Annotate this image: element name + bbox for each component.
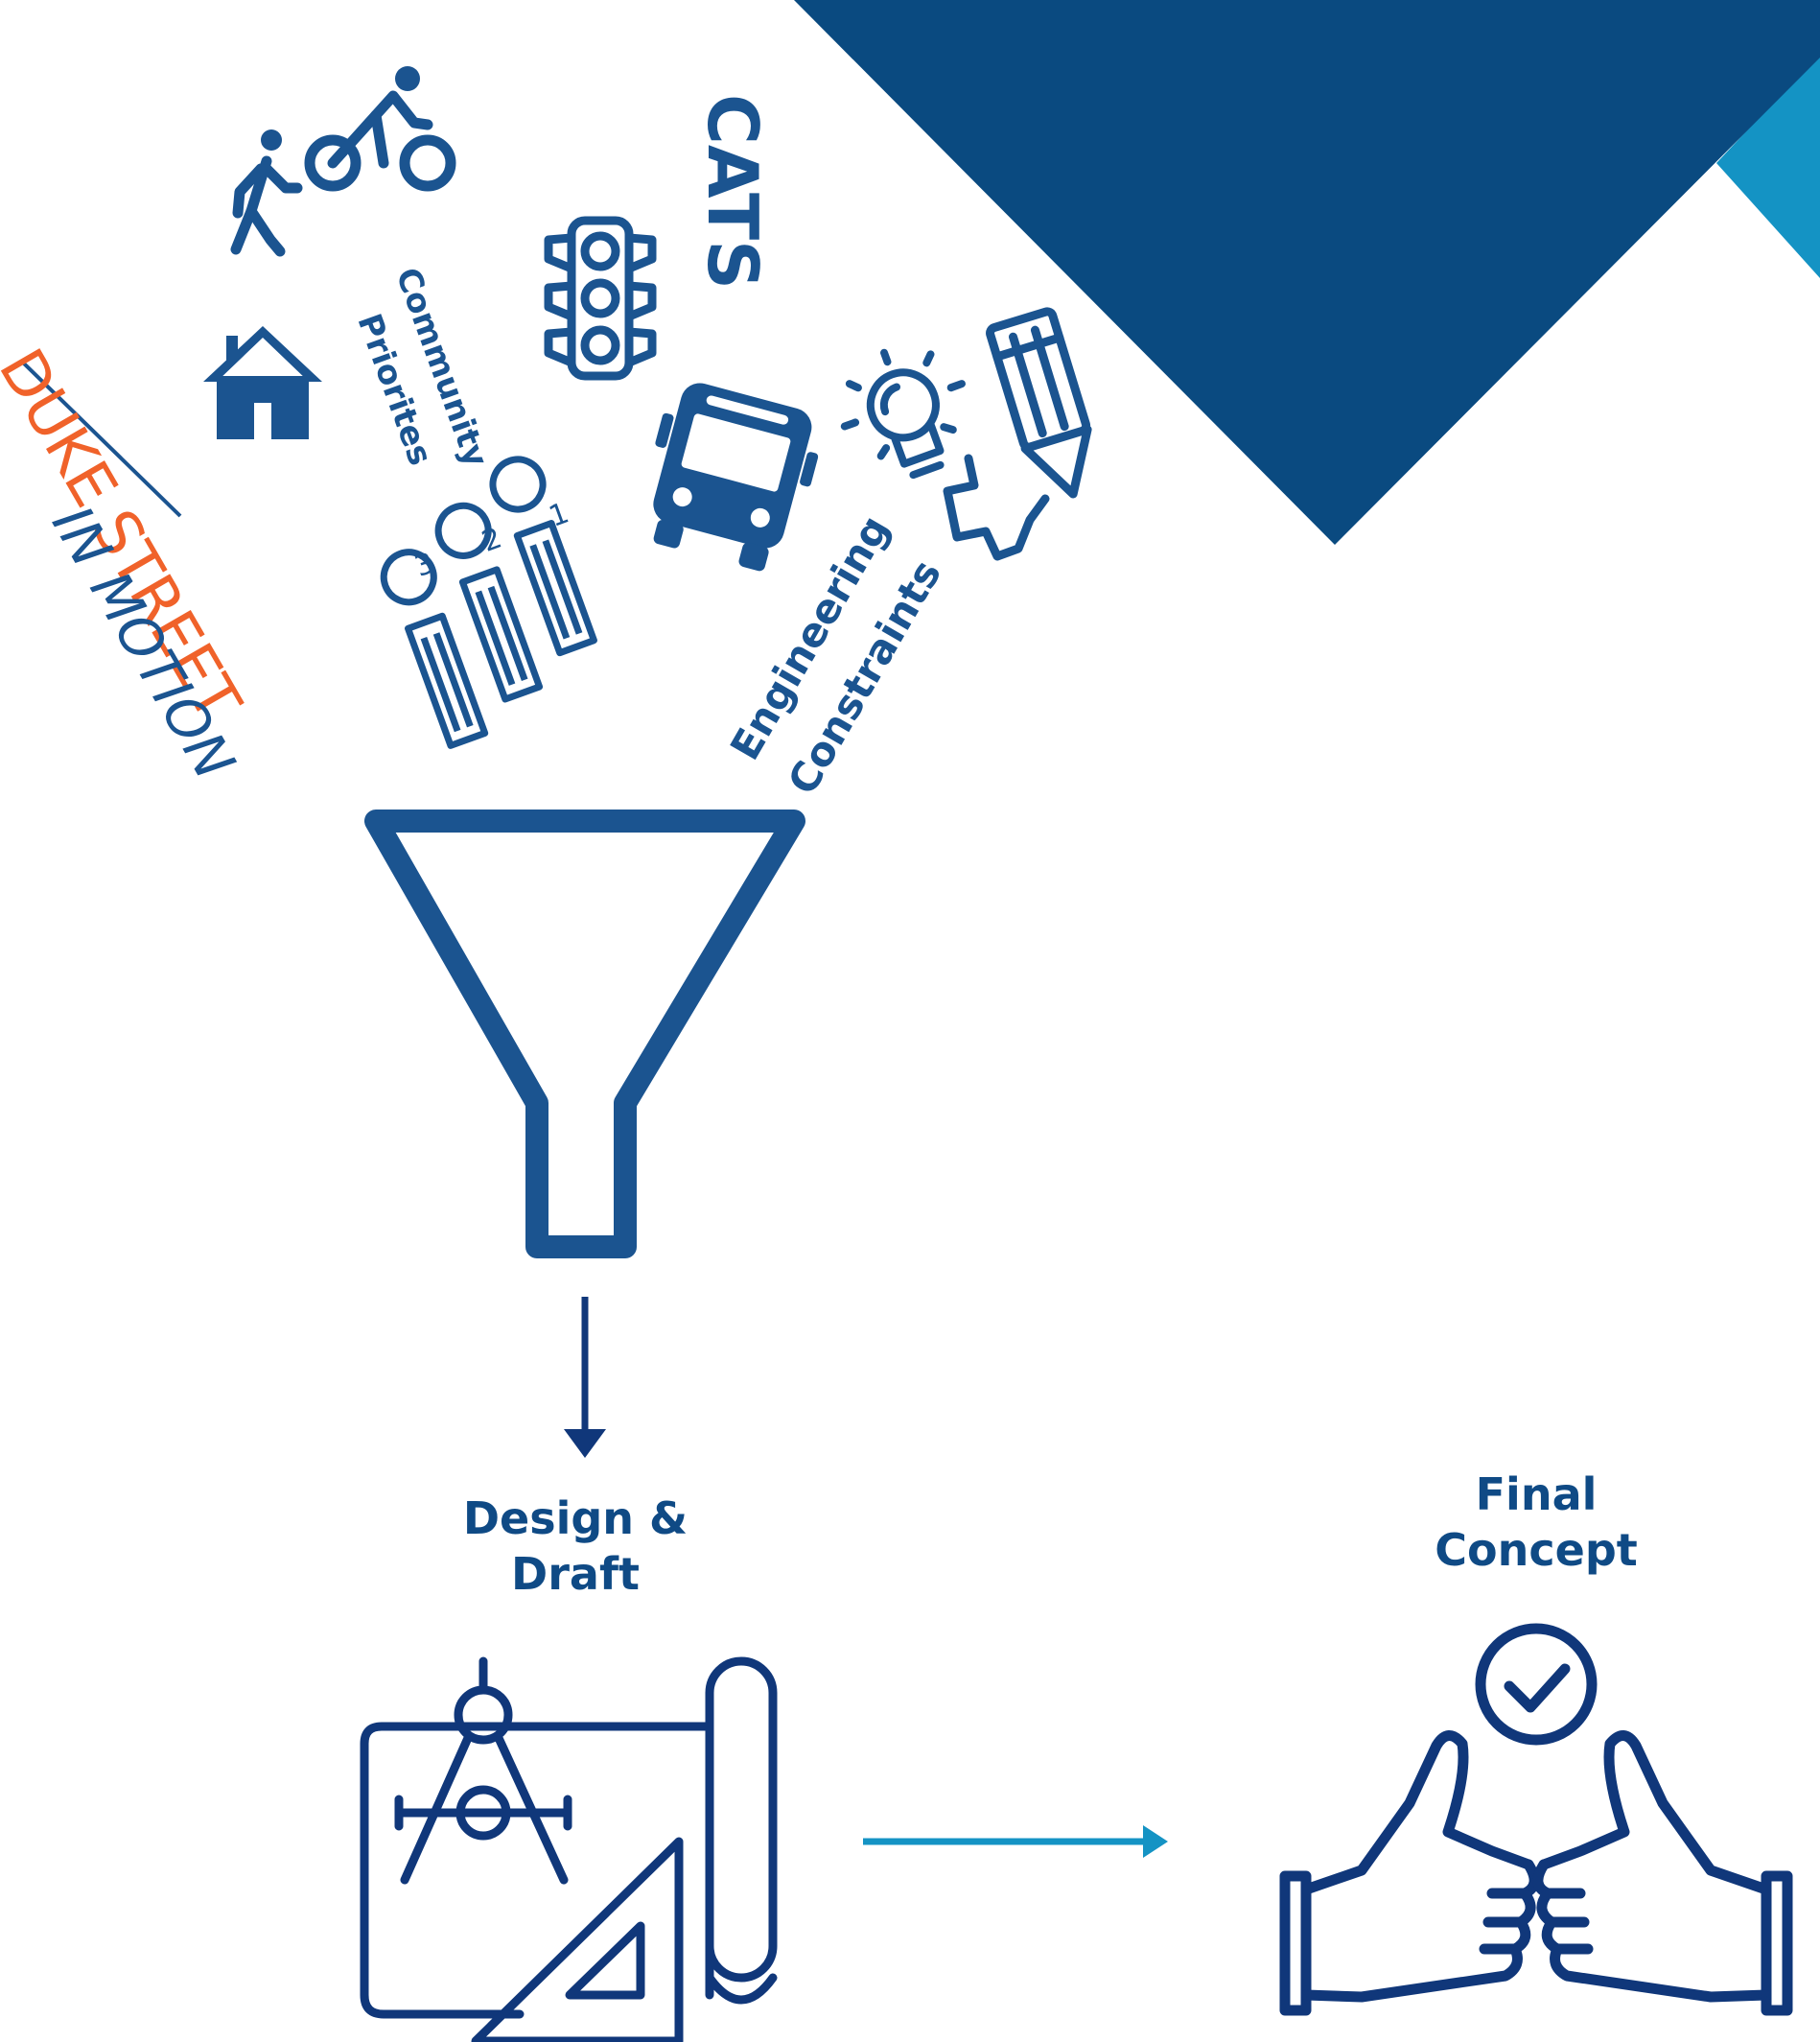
ranking-icon	[380, 456, 597, 749]
logo-underline	[21, 361, 182, 518]
right-arrow	[863, 1825, 1168, 1858]
traffic-light-icon	[544, 216, 657, 381]
design-line2: Draft	[511, 1547, 640, 1600]
final-line1: Final	[1475, 1468, 1598, 1520]
cats-label: CATS	[692, 94, 773, 290]
pedestrian-icon	[230, 129, 303, 257]
lightbulb-icon	[840, 348, 966, 480]
corner-accent-light	[1716, 53, 1820, 278]
design-line1: Design &	[462, 1492, 688, 1544]
final-stage-label: Final Concept	[1373, 1467, 1699, 1578]
final-line2: Concept	[1435, 1523, 1638, 1576]
compass-blueprint-icon	[360, 1656, 778, 2042]
bicycle-icon	[304, 66, 456, 192]
design-stage-label: Design & Draft	[412, 1491, 738, 1602]
bus-icon	[653, 383, 819, 572]
thumbs-up-icon	[1279, 1730, 1793, 2016]
corner-triangle	[794, 0, 1820, 545]
down-arrow	[564, 1297, 606, 1458]
check-circle-icon	[1475, 1623, 1598, 1746]
funnel-icon	[364, 810, 805, 1258]
house-icon	[203, 326, 322, 439]
pencil-icon	[943, 307, 1092, 561]
